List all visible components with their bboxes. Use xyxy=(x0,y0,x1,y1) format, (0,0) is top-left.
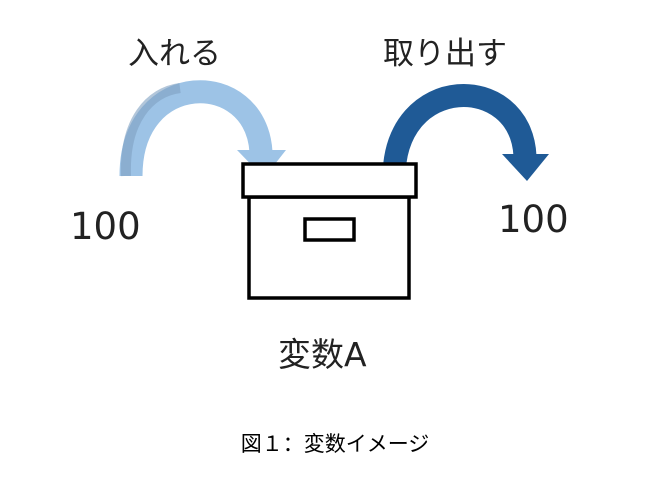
value-out-label: 100 xyxy=(498,198,569,241)
value-in-label: 100 xyxy=(70,205,141,248)
box-icon xyxy=(241,162,418,300)
take-out-label: 取り出す xyxy=(383,36,507,72)
figure-caption: 図１：変数イメージ xyxy=(240,432,430,456)
put-in-label: 入れる xyxy=(128,36,221,72)
variable-label: 変数A xyxy=(278,335,367,374)
take-out-arrow xyxy=(382,84,549,181)
